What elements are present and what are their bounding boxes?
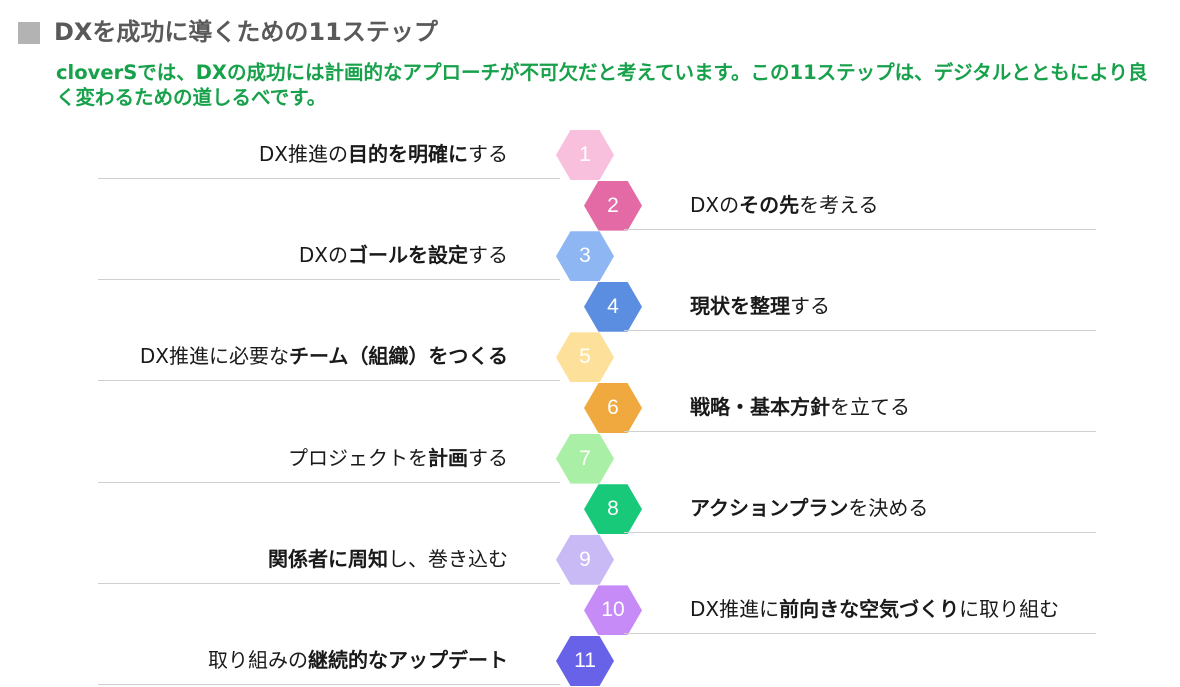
step-4-underline bbox=[624, 329, 1096, 331]
step-7-label: プロジェクトを計画する bbox=[288, 443, 508, 473]
step-label-segment: その先 bbox=[739, 192, 800, 217]
step-label-segment: 計画 bbox=[428, 445, 468, 470]
step-label-segment: する bbox=[790, 293, 830, 318]
step-10-hexagon: 10 bbox=[584, 585, 642, 636]
step-label-segment: を考える bbox=[799, 192, 879, 217]
step-5-label: DX推進に必要なチーム（組織）をつくる bbox=[140, 341, 508, 371]
step-label-segment: 関係者に周知 bbox=[268, 546, 388, 571]
step-label-segment: ゴールを設定 bbox=[348, 243, 468, 268]
step-6-label: 戦略・基本方針を立てる bbox=[690, 392, 910, 422]
step-7-hexagon: 7 bbox=[556, 433, 614, 484]
step-label-segment: チーム（組織）をつくる bbox=[289, 344, 508, 369]
step-10-underline bbox=[624, 633, 1096, 635]
step-9-underline bbox=[98, 582, 560, 584]
page-subtitle: cloverSでは、DXの成功には計画的なアプローチが不可欠だと考えています。こ… bbox=[56, 61, 1148, 109]
step-2-underline bbox=[624, 228, 1096, 230]
step-number: 8 bbox=[607, 497, 619, 521]
step-8-underline bbox=[624, 532, 1096, 534]
step-2-hexagon: 2 bbox=[584, 180, 642, 231]
step-number: 10 bbox=[601, 598, 625, 622]
step-label-segment: DXの bbox=[690, 192, 740, 217]
step-9-label: 関係者に周知し、巻き込む bbox=[268, 544, 508, 574]
step-1-underline bbox=[98, 178, 560, 179]
step-3-hexagon: 3 bbox=[556, 231, 614, 282]
step-9-hexagon: 9 bbox=[556, 534, 614, 585]
step-label-segment: 現状を整理 bbox=[690, 293, 790, 318]
step-11-underline bbox=[98, 684, 560, 685]
step-label-segment: 戦略・基本方針 bbox=[690, 395, 830, 419]
step-11-label: 取り組みの継続的なアップデート bbox=[208, 645, 508, 675]
step-11-hexagon: 11 bbox=[556, 636, 614, 686]
step-7-underline bbox=[98, 481, 560, 483]
step-label-segment: 目的を明確に bbox=[348, 142, 468, 166]
step-label-segment: し、巻き込む bbox=[388, 546, 508, 571]
step-label-segment: に取り組む bbox=[959, 597, 1060, 622]
step-4-label: 現状を整理する bbox=[690, 291, 830, 321]
step-number: 6 bbox=[607, 396, 619, 419]
step-number: 4 bbox=[607, 294, 619, 318]
step-number: 3 bbox=[579, 244, 591, 268]
step-8-hexagon: 8 bbox=[584, 484, 642, 535]
step-6-underline bbox=[624, 431, 1096, 432]
step-label-segment: 継続的なアップデート bbox=[308, 648, 508, 672]
step-label-segment: 取り組みの bbox=[208, 648, 308, 672]
step-label-segment: アクションプラン bbox=[690, 496, 849, 521]
step-1-hexagon: 1 bbox=[556, 130, 614, 180]
step-8-label: アクションプランを決める bbox=[690, 493, 928, 523]
step-number: 5 bbox=[579, 345, 591, 369]
step-number: 1 bbox=[579, 143, 591, 166]
step-label-segment: DX推進に bbox=[690, 597, 780, 622]
step-3-label: DXのゴールを設定する bbox=[299, 240, 508, 270]
step-label-segment: 前向きな空気づくり bbox=[779, 597, 960, 622]
step-number: 7 bbox=[579, 446, 591, 470]
page-title: DXを成功に導くための11ステップ bbox=[54, 18, 438, 46]
step-4-hexagon: 4 bbox=[584, 281, 642, 332]
step-number: 9 bbox=[579, 547, 591, 571]
step-6-hexagon: 6 bbox=[584, 383, 642, 433]
step-3-underline bbox=[98, 279, 560, 281]
step-label-segment: プロジェクトを bbox=[288, 445, 428, 470]
step-5-hexagon: 5 bbox=[556, 332, 614, 383]
step-label-segment: DX推進に必要な bbox=[139, 344, 289, 369]
step-label-segment: する bbox=[468, 445, 508, 470]
step-label-segment: を立てる bbox=[830, 395, 910, 419]
step-label-segment: DX推進の bbox=[258, 142, 348, 166]
step-2-label: DXのその先を考える bbox=[690, 190, 879, 220]
step-1-label: DX推進の目的を明確にする bbox=[259, 139, 508, 169]
step-label-segment: する bbox=[468, 243, 508, 268]
step-label-segment: する bbox=[468, 142, 508, 166]
step-10-label: DX推進に前向きな空気づくりに取り組む bbox=[690, 594, 1059, 624]
step-label-segment: を決める bbox=[848, 496, 929, 521]
header-square-icon bbox=[18, 22, 40, 44]
step-number: 2 bbox=[607, 193, 619, 217]
step-5-underline bbox=[98, 380, 560, 382]
step-label-segment: DXの bbox=[298, 243, 348, 268]
step-number: 11 bbox=[574, 649, 596, 672]
